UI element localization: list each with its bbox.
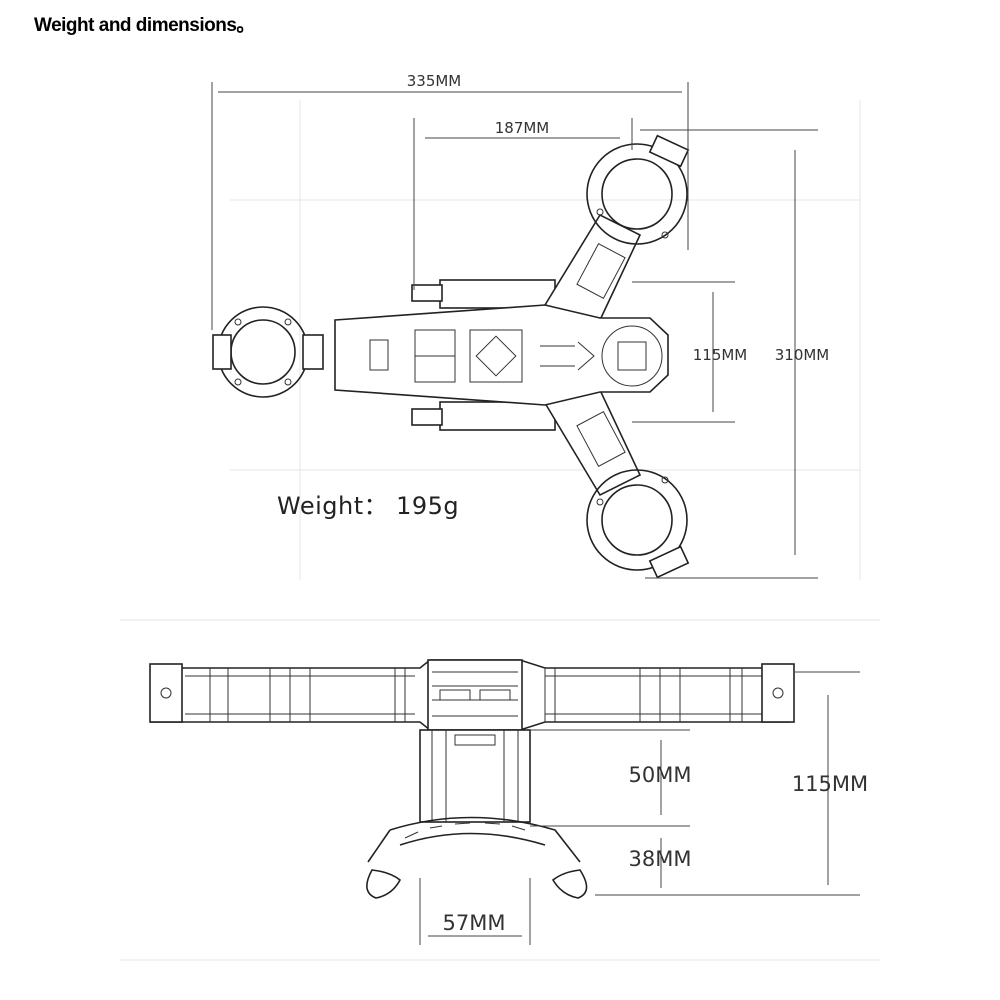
right-arm-end (761, 663, 795, 723)
battery-box (419, 729, 531, 823)
side-view-frame (149, 659, 795, 899)
dim-total-height: 115MM (792, 772, 868, 796)
lower-arm (543, 389, 642, 497)
landing-gear-right (389, 816, 581, 863)
upper-arm-slot (576, 242, 626, 300)
arrow-mark (540, 341, 595, 371)
weight-label: Weight：195g (277, 486, 459, 521)
left-arm-end (149, 663, 183, 723)
upper-arm (543, 213, 642, 321)
lower-motor-mount (586, 469, 690, 579)
weight-caption: Weight： (277, 492, 389, 520)
upper-motor-mount (586, 134, 690, 245)
dim-width-overall: 335MM (407, 72, 462, 90)
left-motor-mount (212, 306, 324, 398)
bottom-rail (439, 401, 556, 431)
dim-gear-width: 57MM (443, 911, 506, 935)
center-stack (427, 659, 523, 731)
flight-controller-mount (601, 325, 663, 387)
dim-body-height: 50MM (629, 763, 692, 787)
side-dimensions (419, 671, 860, 945)
switch-mount (369, 339, 389, 371)
dim-width-arms: 187MM (495, 119, 550, 137)
right-foot (551, 869, 588, 899)
top-view-frame (212, 134, 690, 579)
top-rail-end (411, 284, 443, 302)
plate-cutout-2 (469, 329, 523, 383)
left-foot (366, 869, 402, 899)
background-grid (120, 100, 880, 961)
top-dimensions (211, 82, 818, 579)
top-rail (439, 279, 556, 309)
dim-hub-height: 115MM (693, 346, 748, 364)
bottom-rail-end (411, 408, 443, 426)
weight-value: 195g (396, 492, 460, 520)
page-title: Weight and dimensions。 (34, 15, 255, 36)
dim-gear-height: 38MM (629, 847, 692, 871)
landing-gear-left (367, 829, 391, 863)
lower-arm-slot (576, 410, 626, 468)
dim-height-overall: 310MM (775, 346, 830, 364)
